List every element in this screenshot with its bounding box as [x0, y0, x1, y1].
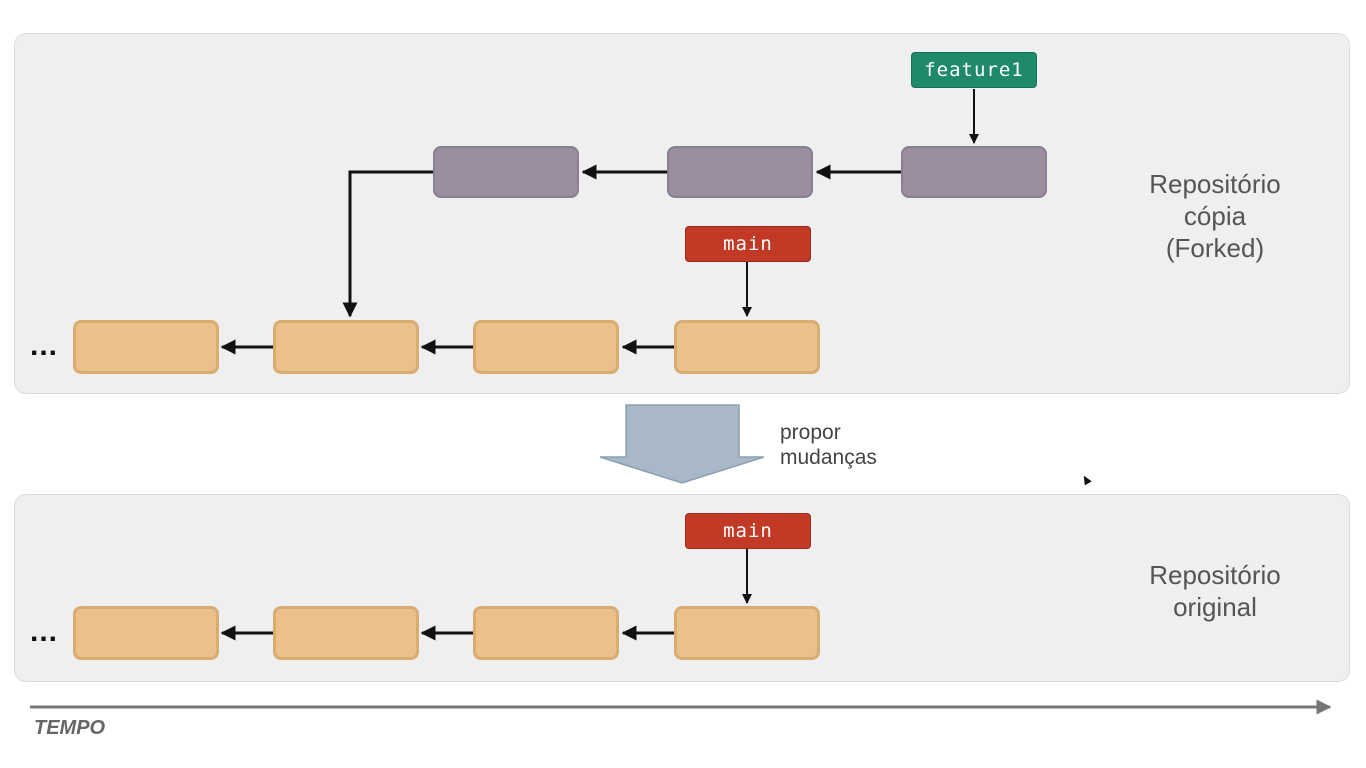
- main-commit: [273, 320, 419, 374]
- main-commit: [473, 320, 619, 374]
- main-commit: [674, 320, 820, 374]
- original-repository-label: Repositório original: [1105, 559, 1325, 623]
- label-line: Repositório: [1149, 169, 1281, 199]
- ellipsis-original: ...: [30, 615, 59, 648]
- label-line: original: [1173, 592, 1257, 622]
- label-line: (Forked): [1165, 233, 1265, 263]
- branch-origin-arrow: [342, 170, 433, 318]
- forked-repository-label: Repositório cópia (Forked): [1105, 168, 1325, 264]
- main-commit: [73, 320, 219, 374]
- propose-changes-arrow: [599, 404, 765, 484]
- label-line: Repositório: [1149, 560, 1281, 590]
- main-commit: [273, 606, 419, 660]
- feature-commit: [433, 146, 579, 198]
- feature-commit: [901, 146, 1047, 198]
- label-line: cópia: [1183, 201, 1247, 231]
- label-line: mudanças: [780, 446, 877, 469]
- feature-commit: [667, 146, 813, 198]
- branch-tag-feature1: feature1: [911, 52, 1037, 88]
- main-commit: [473, 606, 619, 660]
- propose-changes-label: propor mudanças: [780, 420, 877, 470]
- ellipsis-fork: ...: [30, 329, 59, 362]
- time-axis-label: TEMPO: [34, 717, 106, 739]
- main-commit: [674, 606, 820, 660]
- main-commit: [73, 606, 219, 660]
- branch-tag-main-fork: main: [685, 226, 811, 262]
- branch-tag-main-original: main: [685, 513, 811, 549]
- label-line: propor: [780, 421, 841, 444]
